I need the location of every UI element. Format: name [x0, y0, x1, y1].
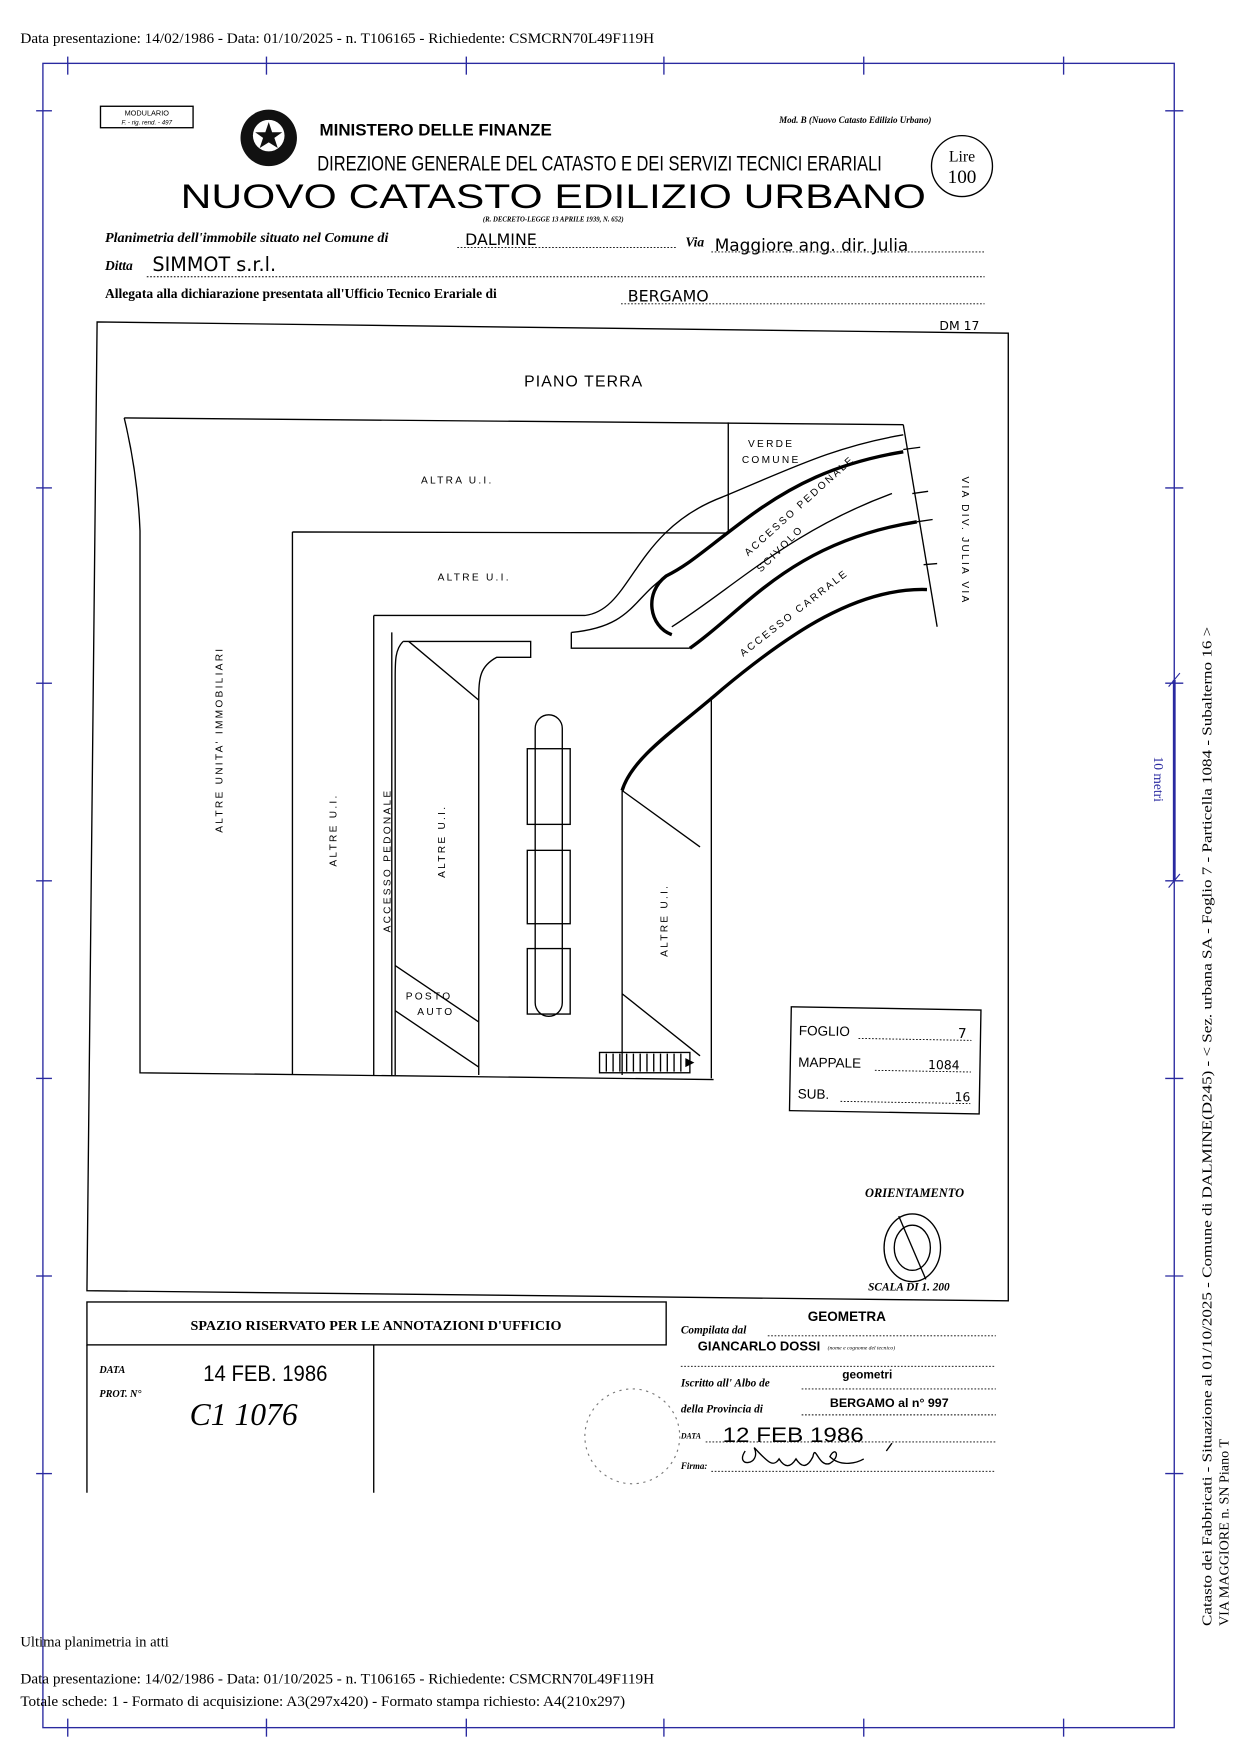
comune-value: DALMINE	[465, 230, 537, 249]
mappale-value: 1084	[928, 1057, 960, 1073]
stamp-duty-seal: Lire 100	[930, 134, 994, 198]
provincia-label: della Provincia di	[681, 1404, 764, 1416]
annotation-date-value: 14 FEB. 1986	[203, 1361, 327, 1386]
provincia-value: BERGAMO al n° 997	[830, 1396, 949, 1410]
label-altre-ui-a: ALTRE U.I.	[328, 793, 339, 866]
compiler-date-value: 12 FEB 1986	[723, 1423, 864, 1447]
firma-label: Firma:	[680, 1461, 708, 1471]
office-stamp-icon	[584, 1388, 681, 1485]
compiler-date-label: DATA	[680, 1432, 701, 1441]
compilata-label: Compilata dal	[681, 1325, 747, 1337]
annotation-prot-value: C1 1076	[190, 1397, 298, 1432]
side-info-line2: VIA MAGGIORE n. SN Piano T	[1216, 1439, 1232, 1626]
decree-ref: (R. DECRETO-LEGGE 13 APRILE 1939, N. 652…	[483, 216, 624, 223]
mod-b-label: Mod. B (Nuovo Catasto Edilizio Urbano)	[778, 115, 931, 125]
label-altre-unita-immobiliari: ALTRE UNITA' IMMOBILIARI	[214, 647, 225, 833]
ditta-value: SIMMOT s.r.l.	[152, 253, 276, 276]
footer-info-line1: Data presentazione: 14/02/1986 - Data: 0…	[20, 1671, 654, 1688]
stamp-value: 100	[948, 167, 977, 188]
albo-value: geometri	[842, 1368, 892, 1382]
foglio-value: 7	[958, 1026, 967, 1042]
form-title: NUOVO CATASTO EDILIZIO URBANO	[181, 178, 926, 216]
direction-title: DIREZIONE GENERALE DEL CATASTO E DEI SER…	[317, 152, 882, 176]
scale-bar-label: 10 metri	[1151, 756, 1166, 802]
north-arrow-icon	[883, 1213, 942, 1283]
scale-bar: 10 metri	[1151, 672, 1181, 888]
header-info: Data presentazione: 14/02/1986 - Data: 0…	[20, 30, 654, 47]
mappale-label: MAPPALE	[798, 1055, 861, 1071]
orientation-label: ORIENTAMENTO	[865, 1186, 964, 1200]
ufficio-label: Allegata alla dichiarazione presentata a…	[105, 286, 497, 301]
ditta-label: Ditta	[104, 258, 133, 273]
compiler-title: GEOMETRA	[808, 1309, 886, 1324]
modulario-sub: F. - rig. rend. - 497	[121, 119, 172, 126]
parcel-identification-box: FOGLIO 7 MAPPALE 1084 SUB. 16	[788, 1006, 982, 1115]
ufficio-value: BERGAMO	[628, 287, 709, 306]
label-altre-ui-c: ALTRE U.I.	[659, 884, 670, 957]
via-label: Via	[685, 234, 704, 249]
annotations-header: SPAZIO RISERVATO PER LE ANNOTAZIONI D'UF…	[190, 1318, 561, 1334]
compiler-name-hint: (nome e cognome del tecnico)	[828, 1344, 896, 1351]
plan-title: PIANO TERRA	[524, 373, 643, 390]
stamp-lire: Lire	[949, 149, 975, 166]
last-plan-note: Ultima planimetria in atti	[20, 1634, 169, 1650]
label-verde: VERDE	[748, 439, 794, 450]
office-annotations: SPAZIO RISERVATO PER LE ANNOTAZIONI D'UF…	[86, 1301, 667, 1493]
annotation-date-label: DATA	[98, 1365, 125, 1376]
label-posto: POSTO	[406, 991, 453, 1002]
label-comune: COMUNE	[742, 455, 801, 466]
albo-label: Iscritto all' Albo de	[680, 1378, 770, 1390]
label-altre-ui-top: ALTRE U.I.	[438, 572, 511, 583]
annotation-prot-label: PROT. N°	[99, 1389, 141, 1400]
side-info-line1: Catasto dei Fabbricati - Situazione al 0…	[1200, 627, 1216, 1626]
scale-label: SCALA DI 1. 200	[868, 1282, 950, 1294]
blue-frame	[36, 56, 1184, 1737]
signature	[742, 1442, 893, 1467]
label-street-via: VIA	[959, 581, 970, 604]
label-accesso-pedonale-vertical: ACCESSO PEDONALE	[383, 789, 394, 933]
sub-label: SUB.	[798, 1086, 830, 1102]
label-auto: AUTO	[417, 1007, 454, 1018]
label-altre-ui-b: ALTRE U.I.	[437, 805, 448, 878]
footer-info-line2: Totale schede: 1 - Formato di acquisizio…	[20, 1693, 625, 1710]
comune-label: Planimetria dell'immobile situato nel Co…	[105, 230, 388, 246]
republic-emblem-icon	[240, 109, 297, 167]
plan-code: DM 17	[939, 318, 979, 333]
label-altra-ui: ALTRA U.I.	[421, 475, 494, 486]
modulario-label: MODULARIO	[125, 108, 170, 117]
label-street: VIA DIV. JULIA	[959, 477, 970, 577]
sub-value: 16	[954, 1089, 970, 1104]
ministry-title: MINISTERO DELLE FINANZE	[320, 121, 552, 140]
compiler-name: GIANCARLO DOSSI	[698, 1339, 821, 1354]
compiler-block: Compilata dal GEOMETRA GIANCARLO DOSSI (…	[584, 1309, 996, 1485]
stair-icon	[598, 1051, 695, 1074]
form-header: MODULARIO F. - rig. rend. - 497 MINISTER…	[99, 105, 994, 306]
via-value: Maggiore ang. dir. Julia	[715, 235, 909, 255]
foglio-label: FOGLIO	[799, 1023, 850, 1039]
